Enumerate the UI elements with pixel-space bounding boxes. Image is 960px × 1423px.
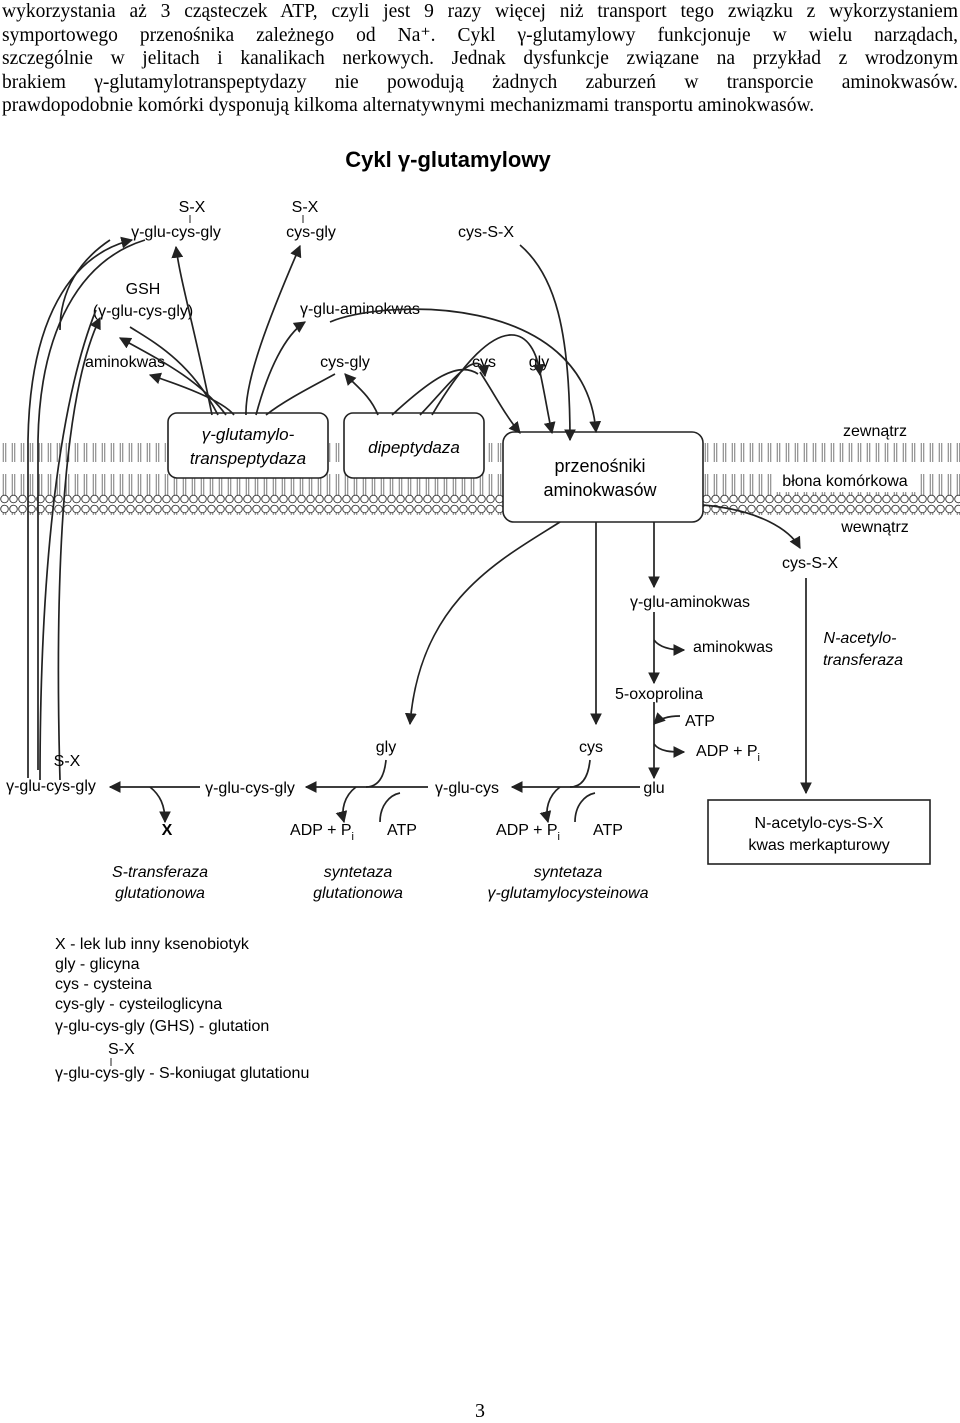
mercapturic-line-2: kwas merkapturowy — [748, 837, 889, 854]
outside-label: zewnątrz — [843, 423, 907, 440]
membrane-label: błona komórkowa — [782, 473, 908, 490]
gs-label-2: glutationowa — [313, 885, 403, 902]
gamma-glutamyl-cycle-diagram: Cykl γ-glutamylowy γ-glutamylo- transpep… — [0, 147, 960, 1082]
outside-gsh-formula: (γ-glu-cys-gly) — [93, 303, 193, 320]
outside-cys-sx: cys-S-X — [458, 224, 514, 241]
paragraph-line: szczególnie w jelitach i kanalikach nerk… — [2, 48, 958, 70]
outside-cysgly-conjugate: cys-gly — [286, 224, 336, 241]
ggt-label-1: γ-glutamylo- — [202, 425, 295, 444]
gcs-adp-pi: ADP + Pi — [496, 822, 560, 843]
nat-label-2: transferaza — [823, 652, 903, 669]
carriers-label-2: aminokwasów — [543, 480, 657, 500]
carrier-output-arrows — [404, 504, 812, 795]
inside-glu-cys: γ-glu-cys — [435, 780, 499, 797]
gcs-label-1: syntetaza — [534, 864, 603, 881]
export-arrows — [27, 236, 146, 781]
inside-glutathione-conjugate: γ-glu-cys-gly — [6, 778, 96, 795]
outside-glu-aminoacid: γ-glu-aminokwas — [300, 301, 420, 318]
mercapturic-acid-box: N-acetylo-cys-S-X kwas merkapturowy — [707, 799, 931, 865]
synthesis-arrows — [108, 759, 640, 824]
paragraph-line: symportowego przenośnika zależnego od Na… — [2, 24, 958, 46]
page-number: 3 — [475, 1400, 485, 1422]
inside-oxoproline: 5-oxoprolina — [615, 686, 703, 703]
inside-glu: glu — [643, 780, 664, 797]
outside-glutathione-conjugate: γ-glu-cys-gly — [131, 224, 221, 241]
inside-adp-pi: ADP + Pi — [696, 743, 760, 764]
ggt-label-2: transpeptydaza — [190, 449, 306, 468]
gs-adp-pi: ADP + Pi — [290, 822, 354, 843]
inside-cys: cys — [579, 739, 603, 756]
gs-atp: ATP — [387, 822, 417, 839]
legend-line-2: gly - glicyna — [55, 956, 140, 973]
inside-label: wewnątrz — [840, 519, 909, 536]
outside-sx-2: S-X — [292, 199, 319, 216]
legend-line-4: cys-gly - cysteiloglicyna — [55, 996, 222, 1013]
outside-arrows — [39, 244, 602, 781]
ggt-enzyme-box: γ-glutamylo- transpeptydaza — [167, 412, 329, 479]
outside-cys: cys — [472, 354, 496, 371]
carriers-label-1: przenośniki — [554, 456, 645, 476]
mercapturic-line-1: N-acetylo-cys-S-X — [755, 815, 884, 832]
gst-label-2: glutationowa — [115, 885, 205, 902]
body-paragraph: wykorzystania aż 3 cząsteczek ATP, czyli… — [2, 0, 958, 118]
inside-glu-aminoacid: γ-glu-aminokwas — [630, 594, 750, 611]
legend-line-3: cys - cysteina — [55, 976, 152, 993]
inside-sx: S-X — [54, 753, 81, 770]
paragraph-line: wykorzystania aż 3 cząsteczek ATP, czyli… — [2, 1, 958, 22]
outside-cysgly: cys-gly — [320, 354, 370, 371]
legend-line-5: γ-glu-cys-gly (GHS) - glutation — [55, 1018, 269, 1035]
dipeptidase-label: dipeptydaza — [368, 438, 460, 457]
outside-gsh: GSH — [126, 281, 161, 298]
paragraph-line: prawdopodobnie komórki dysponują kilkoma… — [2, 95, 815, 117]
legend-line-6: γ-glu-cys-gly - S-koniugat glutationu — [55, 1065, 309, 1082]
inside-gly: gly — [376, 739, 396, 756]
legend-line-6-top: S-X — [108, 1041, 135, 1058]
inside-aminoacid: aminokwas — [693, 639, 773, 656]
diagram-title: Cykl γ-glutamylowy — [345, 147, 551, 172]
paragraph-line: brakiem γ-glutamylotranspeptydazy nie po… — [2, 71, 958, 93]
inside-x: X — [162, 822, 173, 839]
gs-label-1: syntetaza — [324, 864, 393, 881]
gcs-atp: ATP — [593, 822, 623, 839]
amino-acid-carriers-box: przenośniki aminokwasów — [502, 431, 704, 523]
dipeptidase-box: dipeptydaza — [343, 412, 485, 479]
gcs-label-2: γ-glutamylocysteinowa — [488, 885, 649, 902]
inside-atp: ATP — [685, 713, 715, 730]
inside-cys-sx: cys-S-X — [782, 555, 838, 572]
outside-aminoacid: aminokwas — [85, 354, 165, 371]
nat-label-1: N-acetylo- — [824, 630, 897, 647]
inside-glutathione: γ-glu-cys-gly — [205, 780, 295, 797]
outside-sx-1: S-X — [179, 199, 206, 216]
legend-line-1: X - lek lub inny ksenobiotyk — [55, 936, 250, 953]
legend: X - lek lub inny ksenobiotyk gly - glicy… — [55, 936, 309, 1082]
gst-label-1: S-transferaza — [112, 864, 208, 881]
